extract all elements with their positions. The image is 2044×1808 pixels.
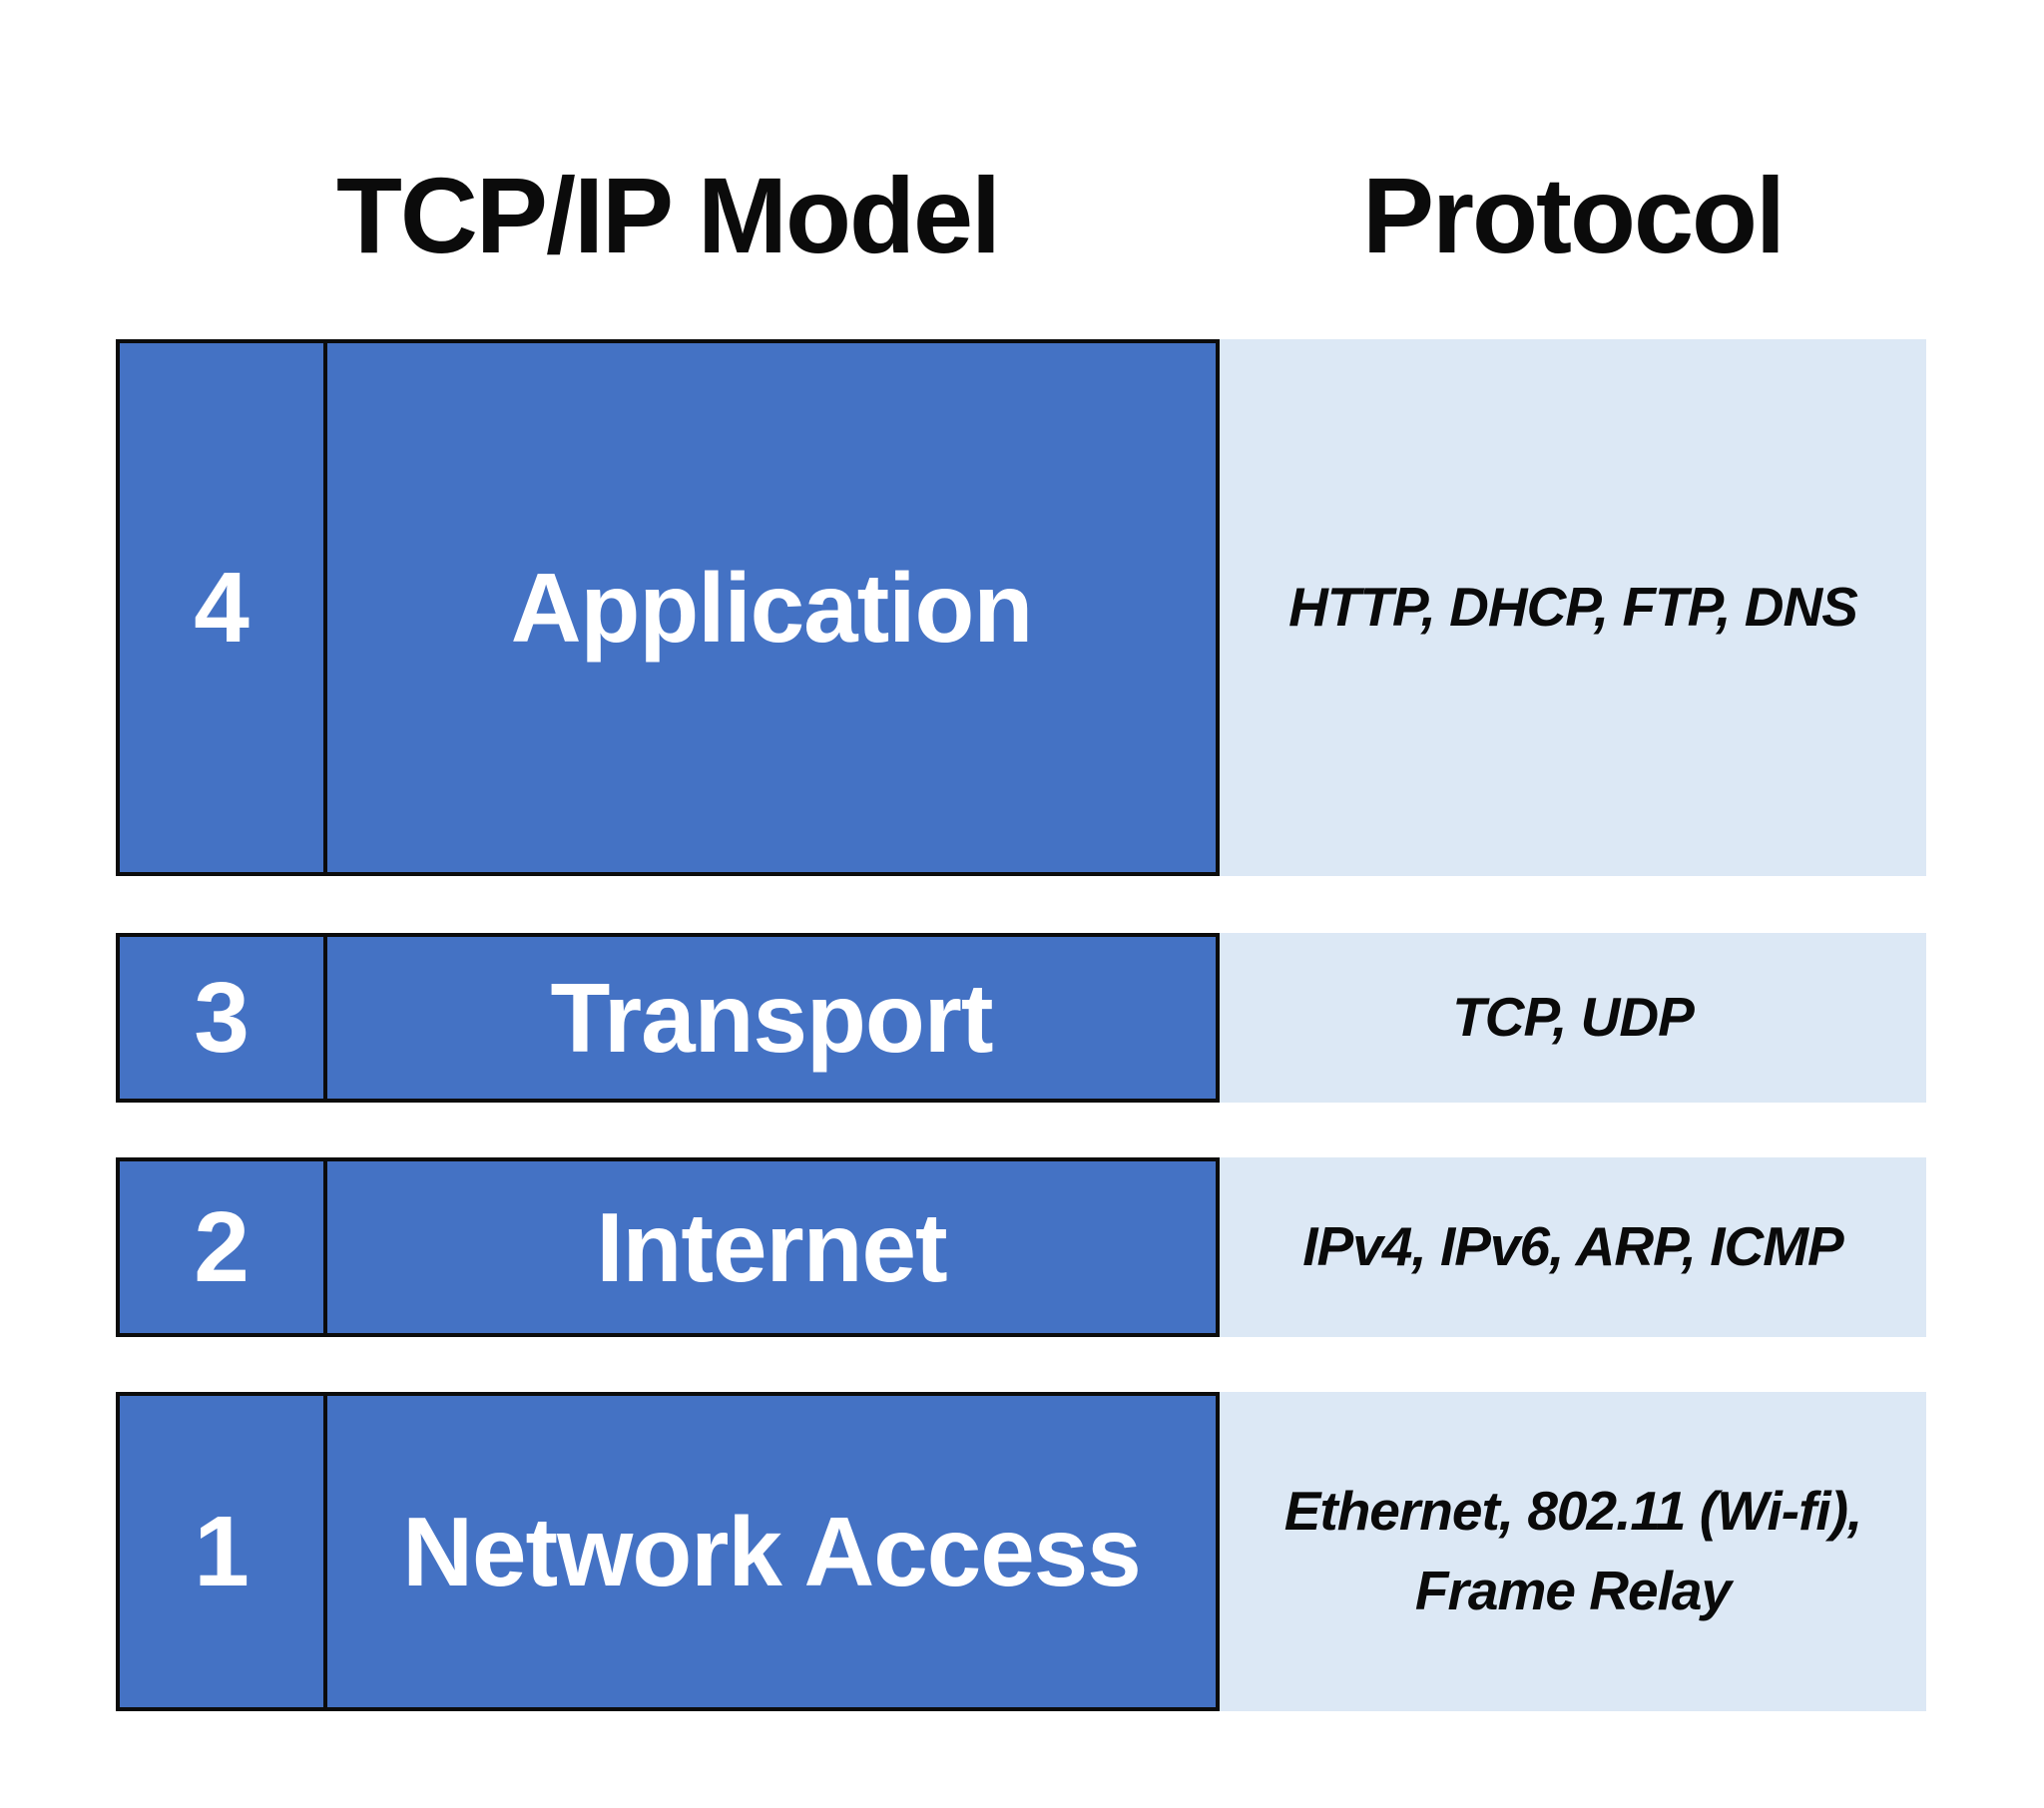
- protocol-panel: IPv4, IPv6, ARP, ICMP: [1220, 1157, 1926, 1337]
- protocol-panel: HTTP, DHCP, FTP, DNS: [1220, 339, 1926, 876]
- layer-label: Internet: [596, 1191, 947, 1302]
- layer-number: 1: [120, 1396, 327, 1707]
- layer-box: 2 Internet: [116, 1157, 1220, 1337]
- protocol-list: IPv4, IPv6, ARP, ICMP: [1302, 1215, 1843, 1278]
- protocol-panel: TCP, UDP: [1220, 933, 1926, 1103]
- protocol-list: TCP, UDP: [1452, 986, 1695, 1049]
- layer-box: 4 Application: [116, 339, 1220, 876]
- layer-box: 1 Network Access: [116, 1392, 1220, 1711]
- layer-label: Transport: [550, 962, 994, 1073]
- layer-number: 4: [120, 343, 327, 872]
- layer-number: 2: [120, 1161, 327, 1333]
- layer-row-network-access: 1 Network Access Ethernet, 802.11 (Wi-fi…: [116, 1392, 1926, 1711]
- protocol-list: HTTP, DHCP, FTP, DNS: [1288, 576, 1858, 639]
- layer-row-transport: 3 Transport TCP, UDP: [116, 933, 1926, 1103]
- model-column-title: TCP/IP Model: [335, 154, 1001, 275]
- layer-row-application: 4 Application HTTP, DHCP, FTP, DNS: [116, 339, 1926, 876]
- layer-label: Application: [510, 552, 1034, 663]
- protocol-list: Ethernet, 802.11 (Wi-fi), Frame Relay: [1283, 1480, 1863, 1621]
- layer-row-internet: 2 Internet IPv4, IPv6, ARP, ICMP: [116, 1157, 1926, 1337]
- layer-number: 3: [120, 937, 327, 1099]
- layer-box: 3 Transport: [116, 933, 1220, 1103]
- layer-label: Network Access: [402, 1496, 1142, 1606]
- protocol-column-title: Protocol: [1361, 154, 1786, 275]
- protocol-panel: Ethernet, 802.11 (Wi-fi), Frame Relay: [1220, 1392, 1926, 1711]
